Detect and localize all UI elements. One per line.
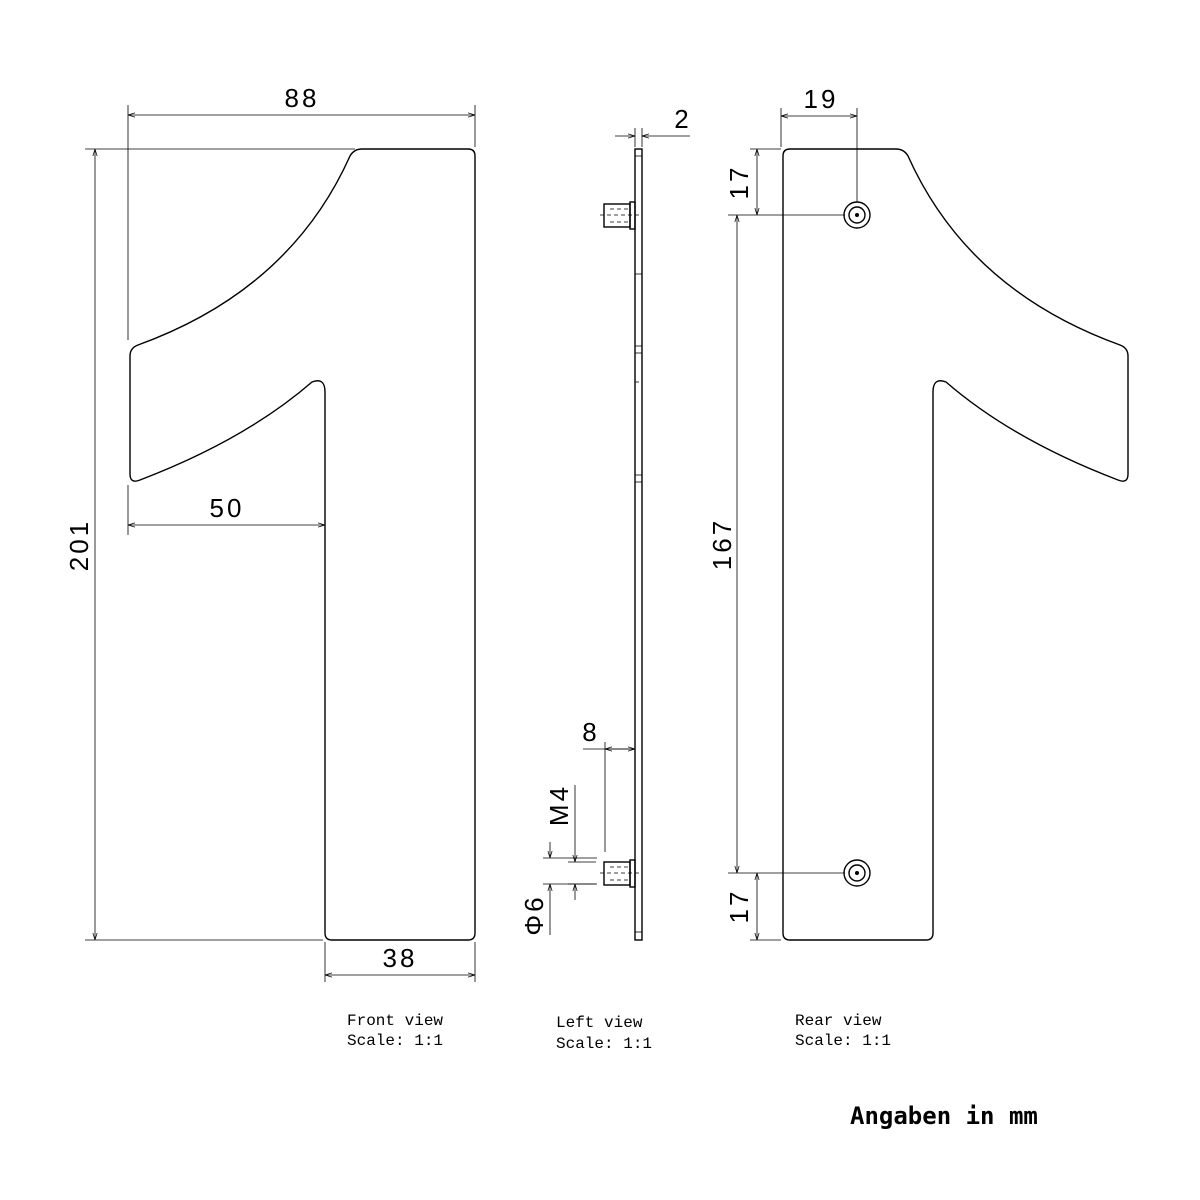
left-view: 2 8 M4 Φ6 Left view Scale: 1:1 bbox=[519, 104, 691, 1053]
stud-top bbox=[600, 201, 640, 230]
mounting-hole-bottom bbox=[843, 859, 871, 887]
units-note: Angaben in mm bbox=[850, 1102, 1038, 1130]
rear-view: 19 17 167 17 Rear view Scale: 1:1 bbox=[707, 84, 1129, 1050]
stud-bottom bbox=[600, 859, 640, 888]
caption-left-scale: Scale: 1:1 bbox=[556, 1035, 652, 1053]
caption-rear-scale: Scale: 1:1 bbox=[795, 1032, 891, 1050]
dim-hole-spacing: 167 bbox=[707, 518, 737, 570]
dim-hole-offset-top: 17 bbox=[724, 165, 754, 200]
dim-height-total: 201 bbox=[64, 519, 94, 571]
dim-thread: M4 bbox=[544, 784, 574, 826]
front-outline bbox=[129, 148, 476, 941]
caption-front-scale: Scale: 1:1 bbox=[347, 1032, 443, 1050]
plate-side bbox=[634, 148, 643, 941]
dim-tail-width: 50 bbox=[210, 493, 245, 523]
caption-front-view: Front view bbox=[347, 1012, 443, 1030]
dim-stud-diameter: Φ6 bbox=[519, 894, 549, 935]
dim-stem-width: 38 bbox=[383, 943, 418, 973]
dim-stud-length: 8 bbox=[582, 717, 599, 747]
caption-rear-view: Rear view bbox=[795, 1012, 882, 1030]
mounting-hole-top bbox=[843, 201, 871, 229]
dim-width-total: 88 bbox=[285, 83, 320, 113]
dim-hole-offset-x: 19 bbox=[804, 84, 839, 114]
dim-hole-offset-bottom: 17 bbox=[724, 889, 754, 924]
front-view: 88 201 50 38 Front view Scale: 1:1 bbox=[64, 83, 476, 1050]
caption-left-view: Left view bbox=[556, 1014, 643, 1032]
dim-thickness: 2 bbox=[674, 104, 691, 134]
rear-outline bbox=[782, 148, 1129, 941]
